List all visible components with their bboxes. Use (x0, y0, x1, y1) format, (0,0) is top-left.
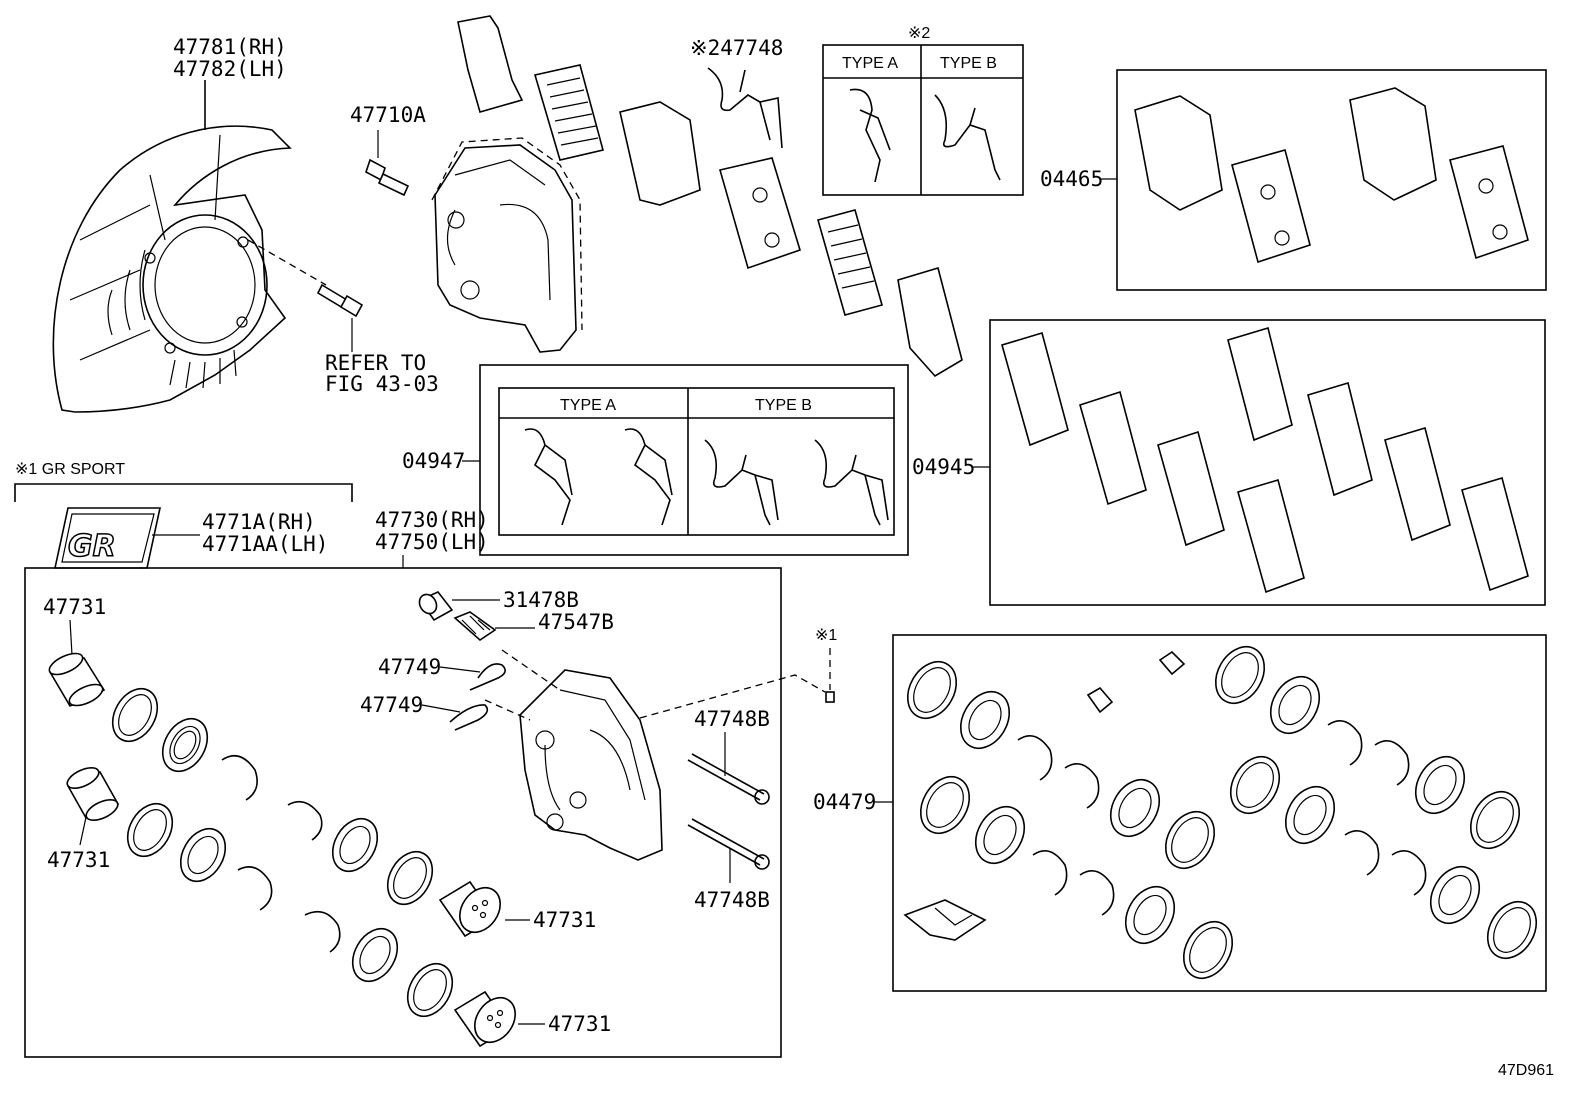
refer-to-label: REFER TO (325, 351, 426, 375)
emblem-rh-label: 4771A(RH) (202, 510, 316, 534)
caliper-lh-label: 47750(LH) (375, 530, 489, 554)
note2-type-b: TYPE B (940, 55, 997, 72)
caliper-top-illustration (431, 137, 583, 353)
clip-2-label: 47749 (360, 693, 423, 717)
shim-kit-04945-label: 04945 (912, 455, 975, 479)
disc-shield-illustration (52, 125, 327, 413)
shim-kit-04947-label: 04947 (402, 449, 465, 473)
piston-top-left-label: 47731 (43, 595, 106, 619)
seal-kit-04479-box (892, 634, 1547, 992)
pin-1-label: 47748B (694, 707, 770, 731)
note2-spring-label: ※247748 (690, 36, 783, 60)
pin-2-label: 47748B (694, 888, 770, 912)
note1-clip-icon (825, 691, 835, 703)
box04947-type-a: TYPE A (560, 397, 616, 414)
gr-sport-label: ※1 GR SPORT (15, 461, 125, 478)
seal-kit-04479-label: 04479 (813, 790, 876, 814)
piston-mid-right-label: 47731 (533, 908, 596, 932)
note2-type-a: TYPE A (842, 55, 898, 72)
bleeder-parts-illustration (418, 591, 506, 731)
shield-bolt-illustration (316, 283, 364, 318)
top-shim-illustration (457, 15, 963, 378)
guide-pins-illustration (687, 753, 770, 870)
anti-rattle-spring-illustration (707, 67, 783, 149)
piston-mid-left-label: 47731 (47, 848, 110, 872)
pad-kit-04465-box (1116, 69, 1547, 291)
shield-rh-label: 47781(RH) (173, 35, 287, 59)
figure-id-label: 47D961 (1498, 1062, 1554, 1079)
gr-emblem-illustration: GR (54, 507, 161, 569)
caliper-assy-box (24, 567, 782, 1058)
bleeder-label: 47547B (538, 610, 614, 634)
caliper-bolt-illustration (365, 158, 410, 197)
clip-1-label: 47749 (378, 655, 441, 679)
caliper-rh-label: 47730(RH) (375, 508, 489, 532)
pad-kit-04465-label: 04465 (1040, 167, 1103, 191)
refer-fig-label: FIG 43-03 (325, 372, 439, 396)
svg-text:GR: GR (68, 529, 116, 564)
caliper-bottom-illustration (484, 649, 826, 861)
bolt-label: 47710A (350, 103, 426, 127)
note1-label: ※1 (815, 627, 837, 644)
seal-kit-rings-illustration (903, 645, 1538, 980)
note2-box-title: ※2 (908, 25, 930, 42)
piston-bottom-right-label: 47731 (548, 1012, 611, 1036)
note2-type-box (822, 44, 1024, 196)
cap-label: 31478B (503, 588, 579, 612)
piston-seal-set-illustration (48, 652, 516, 1048)
shim-kit-04945-box (989, 319, 1546, 606)
box04947-type-b: TYPE B (755, 397, 812, 414)
shim-kit-04947-box (479, 364, 909, 556)
shield-lh-label: 47782(LH) (173, 57, 287, 81)
emblem-lh-label: 4771AA(LH) (202, 532, 328, 556)
